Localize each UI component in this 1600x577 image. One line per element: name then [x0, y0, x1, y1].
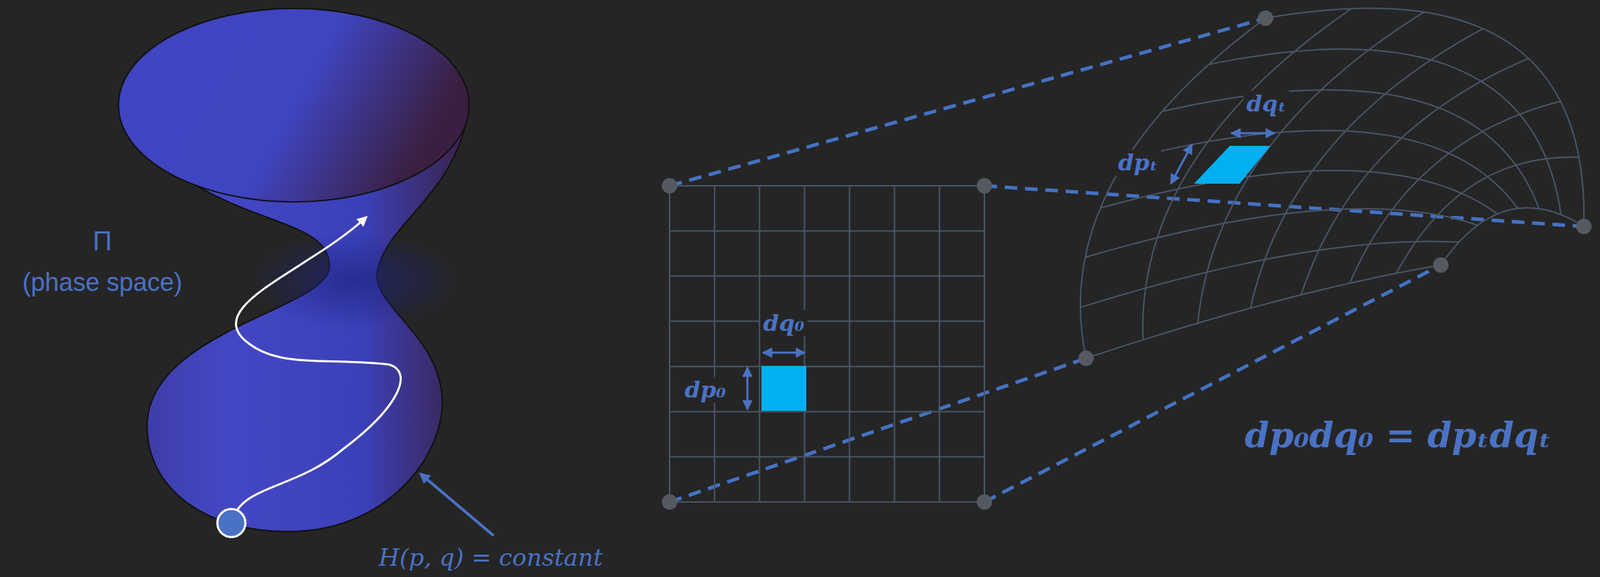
- grid-line: [803, 185, 805, 503]
- grid-line: [1301, 58, 1529, 295]
- evolved-cell: [1194, 145, 1271, 184]
- mapping-lines: [669, 18, 1584, 503]
- corner-dot: [976, 494, 993, 510]
- grid-line: [849, 185, 851, 503]
- grid-line: [669, 185, 985, 187]
- grid-line: [1349, 100, 1561, 283]
- grid-line: [1086, 265, 1441, 359]
- grid-line: [1250, 28, 1483, 309]
- equation-label: H(p, q) = constant: [378, 544, 603, 572]
- grid-line: [669, 456, 985, 458]
- grid-line: [1100, 170, 1498, 214]
- dashed-line: [984, 185, 1584, 227]
- grid-line: [1080, 241, 1460, 308]
- dashed-line: [984, 265, 1441, 503]
- evolved-grid: [1080, 8, 1584, 359]
- corner-dot: [1078, 350, 1094, 366]
- dimension-arrow: [1231, 132, 1275, 135]
- grid-line: [669, 410, 985, 413]
- dimension-label: dqₜ: [1243, 91, 1290, 118]
- grid-line: [668, 185, 671, 503]
- region-label: (phase space): [22, 267, 183, 297]
- grid-line: [893, 185, 896, 503]
- corner-dot: [1257, 10, 1274, 26]
- grid-line: [1080, 18, 1266, 359]
- grid-line: [1265, 8, 1584, 227]
- initial-cell: [761, 365, 807, 411]
- corner-dot: [1576, 218, 1592, 235]
- corner-dots: [661, 10, 1592, 510]
- corner-dot: [976, 178, 993, 194]
- grid-line: [983, 185, 986, 503]
- dimension-label: dp₀: [682, 377, 730, 404]
- pointer-arrow: [420, 473, 494, 536]
- neck-shade: [248, 231, 460, 330]
- initial-state-dot: [217, 509, 246, 538]
- surface-top-opening: [118, 8, 470, 202]
- dimension-arrow: [762, 351, 805, 355]
- grid-line: [1162, 89, 1540, 209]
- symbol-label: Π: [92, 226, 112, 258]
- grid-line: [1126, 130, 1518, 209]
- corner-dot: [661, 178, 678, 194]
- corner-dot: [661, 494, 678, 510]
- initial-grid: [669, 185, 985, 503]
- grid-line: [713, 185, 716, 503]
- dashed-line: [669, 18, 1266, 186]
- grid-line: [938, 185, 941, 503]
- grid-line: [1440, 207, 1584, 266]
- grid-line: [1208, 49, 1562, 215]
- grid-line: [669, 501, 985, 503]
- trajectory: [231, 218, 402, 523]
- dimension-label: dq₀: [760, 310, 808, 337]
- grid-line: [669, 320, 985, 322]
- equation-label: dp₀dq₀ = dpₜdqₜ: [1244, 415, 1551, 456]
- grid-line: [1085, 208, 1479, 258]
- grid-line: [669, 229, 985, 232]
- corner-dot: [1433, 257, 1449, 273]
- dimension-label: dpₜ: [1115, 150, 1162, 176]
- grid-line: [758, 185, 761, 503]
- grid-line: [1396, 157, 1579, 274]
- dimension-arrow: [1170, 144, 1192, 184]
- dimension-arrow: [746, 367, 749, 410]
- grid-line: [669, 275, 985, 277]
- grid-line: [669, 365, 985, 368]
